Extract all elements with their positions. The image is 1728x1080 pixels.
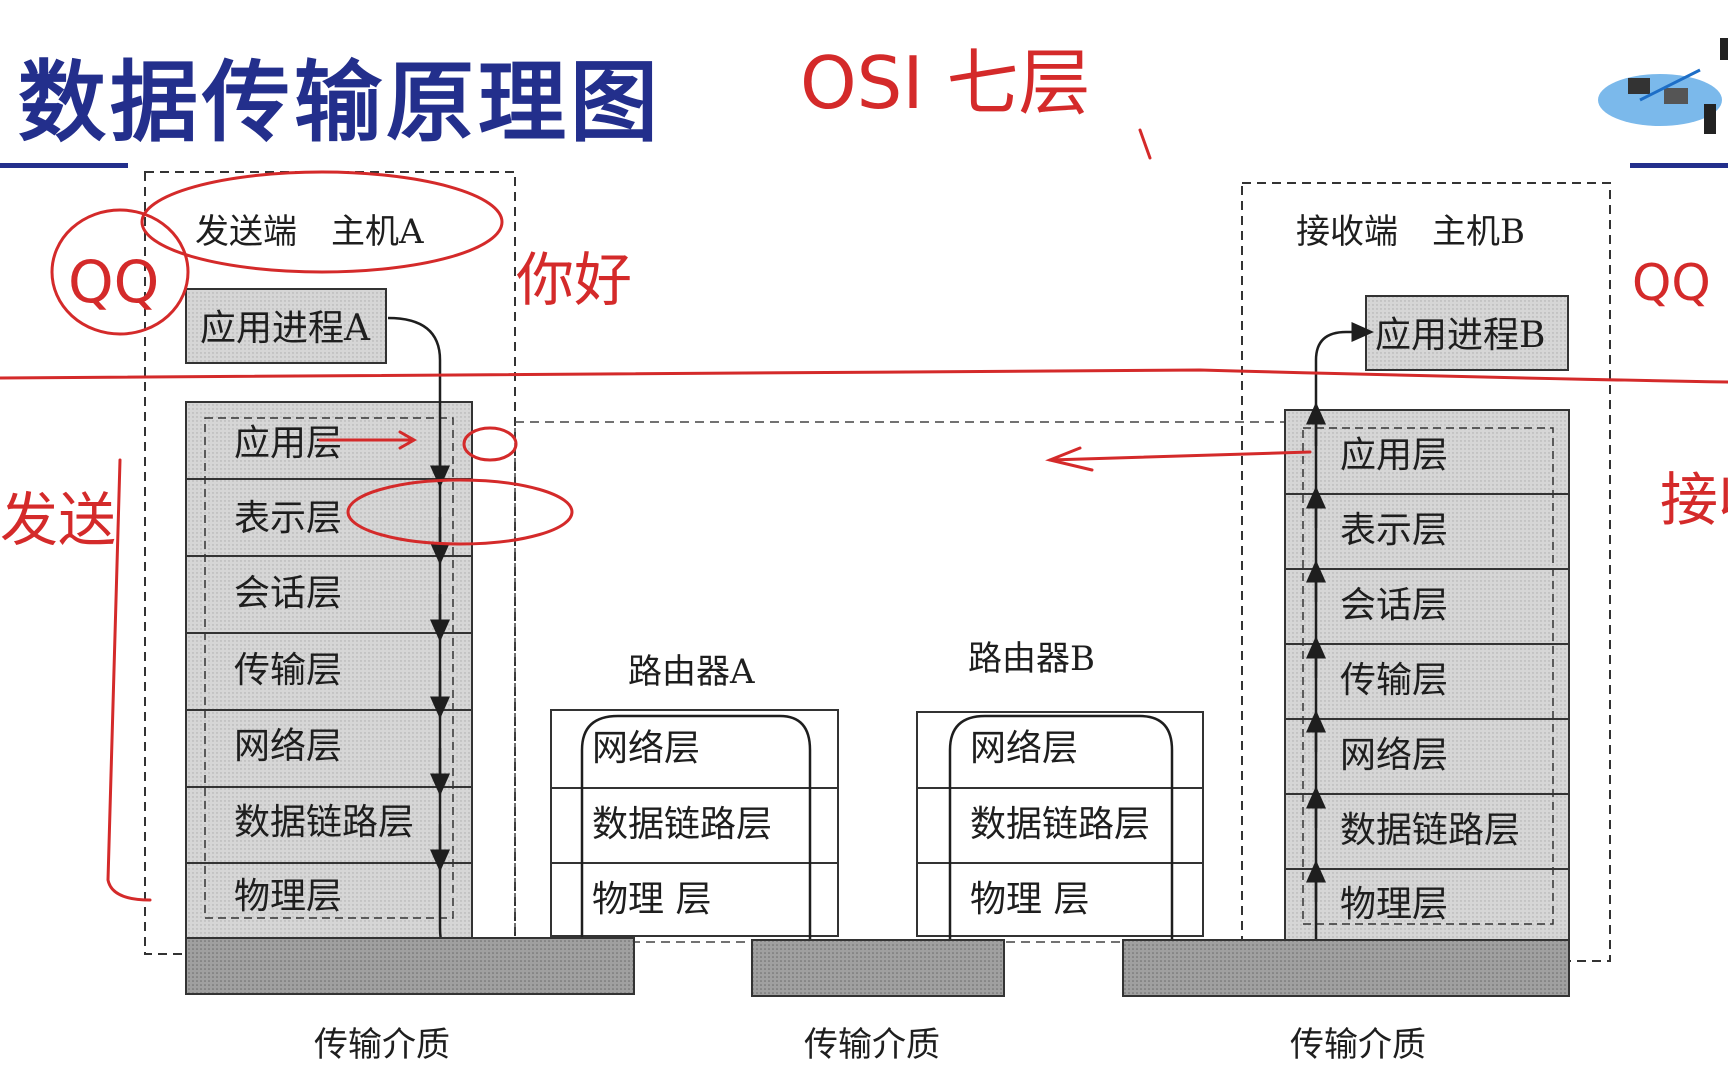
medium-label: 传输介质 <box>314 1025 450 1065</box>
annotation-osi: OSI 七层 <box>800 41 1091 125</box>
sender-process-label: 应用进程A <box>200 308 371 349</box>
title-underline-right <box>1630 163 1728 168</box>
slide-title: 数据传输原理图 <box>18 51 663 154</box>
sender-stack <box>185 401 473 939</box>
medium-label: 传输介质 <box>804 1025 940 1065</box>
router-a-layer: 网络层 <box>592 728 700 769</box>
network-logo-icon <box>1598 38 1728 134</box>
router-a-flow <box>580 714 812 945</box>
annotation-hello: 你好 <box>516 246 632 314</box>
annotation-divider-line <box>0 368 1728 384</box>
router-b-flow <box>948 714 1174 945</box>
receiver-host: 接收端 主机B 应用进程B 应用层 表示层 会话层 传输层 网络层 数据链路层 … <box>1170 182 1611 977</box>
annotation-qq-right: QQ <box>1632 254 1711 312</box>
annotation-side-left: 发送 <box>0 486 116 554</box>
annotation-oval <box>346 478 574 546</box>
sender-layer: 数据链路层 <box>234 802 414 843</box>
sender-host: 发送端 主机A 应用进程A 应用层 表示层 会话层 传输层 网络层 数据链路层 … <box>144 171 592 972</box>
receiver-layer: 会话层 <box>1340 585 1448 626</box>
annotation-circle <box>50 208 190 336</box>
medium-label: 传输介质 <box>1290 1025 1426 1065</box>
medium-bar <box>1122 939 1570 997</box>
router-b-layer: 物理 层 <box>970 879 1089 920</box>
router-a-layer: 数据链路层 <box>592 804 772 845</box>
router-b-title: 路由器B <box>968 639 1095 679</box>
medium-bar <box>185 937 635 995</box>
annotation-qq-left: QQ <box>68 248 159 316</box>
receiver-boundary <box>1241 182 1611 962</box>
receiver-process-box <box>1365 295 1569 371</box>
annotation-oval <box>140 170 504 274</box>
receiver-title: 接收端 主机B <box>1296 212 1525 252</box>
sender-layer: 网络层 <box>234 726 342 767</box>
sender-layer: 传输层 <box>234 650 342 691</box>
sender-process-box <box>185 288 387 364</box>
router-a: 路由器A 网络层 数据链路层 物理 层 <box>550 652 839 945</box>
sender-title: 发送端 主机A <box>195 212 424 252</box>
receiver-layer: 表示层 <box>1340 510 1448 551</box>
title-underline-left <box>0 163 128 168</box>
sender-layer: 表示层 <box>234 498 342 539</box>
receiver-layer: 物理层 <box>1340 884 1448 925</box>
pen-annotations <box>0 128 1728 902</box>
receiver-layer: 传输层 <box>1340 660 1448 701</box>
router-b-stack <box>916 711 1204 937</box>
transmission-media: 传输介质 传输介质 传输介质 <box>185 937 1570 1065</box>
router-b-layer: 数据链路层 <box>970 804 1150 845</box>
sender-layer: 应用层 <box>234 423 342 464</box>
router-b: 路由器B 网络层 数据链路层 物理 层 <box>916 639 1204 945</box>
router-a-title: 路由器A <box>628 652 755 692</box>
annotation-arrow <box>1048 450 1312 462</box>
router-b-layer: 网络层 <box>970 728 1078 769</box>
sender-layer: 会话层 <box>234 573 342 614</box>
medium-bar <box>751 939 1005 997</box>
router-a-layer: 物理 层 <box>592 879 711 920</box>
annotation-side-right: 接收 <box>1660 466 1728 534</box>
annotation-vertical-line <box>106 458 152 902</box>
receiver-layer: 网络层 <box>1340 735 1448 776</box>
sender-layer: 物理层 <box>234 876 342 917</box>
receiver-process-label: 应用进程B <box>1375 315 1545 356</box>
receiver-layer: 应用层 <box>1340 435 1448 476</box>
router-a-stack <box>550 709 839 937</box>
receiver-layer: 数据链路层 <box>1340 810 1520 851</box>
annotation-circle <box>462 426 518 462</box>
receiver-stack <box>1284 409 1570 943</box>
